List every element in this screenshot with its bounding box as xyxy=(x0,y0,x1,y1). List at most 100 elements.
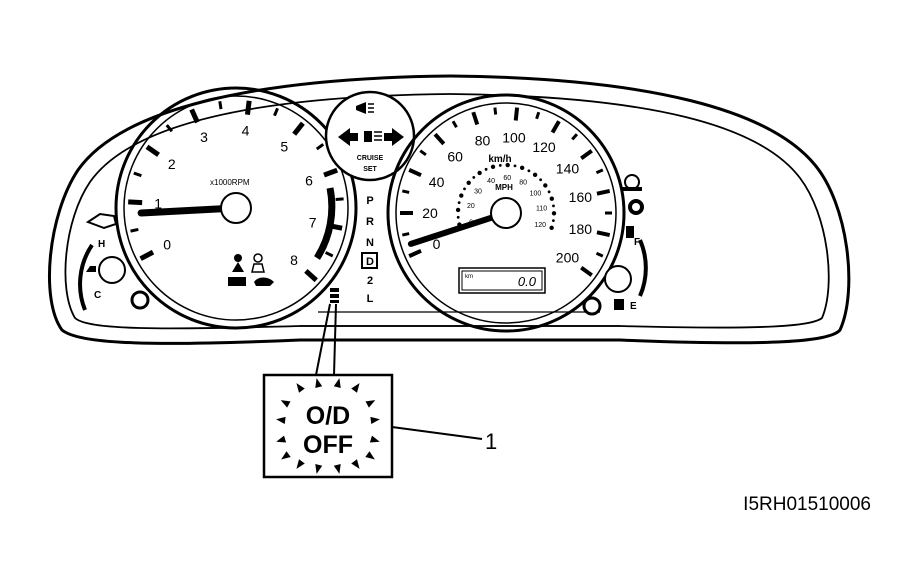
tach-tick xyxy=(218,100,223,110)
gear-d-box xyxy=(361,252,378,269)
coolant-temp-icon xyxy=(86,266,96,272)
cruise-indicator: CRUISE SET xyxy=(324,90,416,182)
trip-reset-knob xyxy=(130,290,150,310)
check-engine-icon xyxy=(85,212,118,230)
tachometer-redline xyxy=(314,187,336,260)
tach-label: 1 xyxy=(154,196,162,212)
tach-tick xyxy=(128,199,143,206)
speedometer-hub xyxy=(490,197,522,229)
odometer-display xyxy=(458,267,546,294)
speedometer-needle xyxy=(407,210,509,247)
speed-tick xyxy=(408,168,422,178)
speed-label: 160 xyxy=(569,189,593,205)
mph-dot xyxy=(543,183,548,188)
od-off-callout: O/D OFF xyxy=(262,373,394,479)
odometer-small-label: km xyxy=(465,274,473,280)
speed-label: 0 xyxy=(433,236,441,252)
mph-dot xyxy=(549,196,555,201)
fuel-empty-label: E xyxy=(630,301,637,312)
mph-dot xyxy=(463,187,466,191)
battery-warning-icon xyxy=(228,277,246,286)
cruise-set-label: SET xyxy=(363,166,377,173)
mph-label: 100 xyxy=(530,190,542,197)
gear-label: R xyxy=(366,216,374,228)
speed-tick xyxy=(402,232,410,237)
mph-dot xyxy=(466,180,471,185)
brake-warning-icon xyxy=(622,174,642,191)
turn-left-arrow-icon xyxy=(338,128,358,146)
mph-dot xyxy=(552,204,555,208)
speed-tick xyxy=(402,189,410,194)
speed-label: 140 xyxy=(556,160,580,176)
mph-label: 20 xyxy=(467,203,475,210)
speed-tick xyxy=(493,107,498,115)
mph-dot xyxy=(477,170,482,176)
ray-mark xyxy=(281,451,291,460)
speed-tick xyxy=(535,111,541,120)
speed-label: 100 xyxy=(502,129,526,145)
speed-tick xyxy=(596,189,611,196)
tachometer-hub xyxy=(220,192,252,224)
tach-tick xyxy=(273,107,279,117)
mph-dot xyxy=(549,225,554,231)
dimmer-knob xyxy=(582,296,602,316)
speed-unit-mph: MPH xyxy=(495,183,513,192)
ray-mark xyxy=(365,451,375,460)
tach-label: 3 xyxy=(200,129,208,145)
illumination-rays-icon xyxy=(276,378,380,474)
ray-mark xyxy=(351,383,360,393)
fuel-full-label: F xyxy=(634,237,640,248)
mph-dot xyxy=(498,163,502,167)
temp-cold-label: C xyxy=(94,290,101,301)
ray-mark xyxy=(370,416,380,424)
ray-mark xyxy=(333,464,341,474)
tach-label: 6 xyxy=(305,173,313,189)
speed-label: 120 xyxy=(532,139,556,155)
callout-number: 1 xyxy=(485,429,497,454)
mph-dot xyxy=(484,167,488,171)
gear-label: P xyxy=(366,195,373,207)
speed-tick xyxy=(595,168,604,175)
od-off-indicator-lamp xyxy=(330,288,339,303)
ray-mark xyxy=(369,435,380,443)
ray-mark xyxy=(333,378,341,388)
speed-tick xyxy=(571,133,579,141)
leader-lines xyxy=(315,303,337,376)
tach-tick xyxy=(130,227,139,233)
figure-id: I5RH01510006 xyxy=(743,494,871,515)
cluster-housing xyxy=(48,74,851,345)
mph-dot xyxy=(551,219,555,223)
mph-dot xyxy=(527,169,531,173)
mph-label: 30 xyxy=(474,188,482,195)
cruise-label: CRUISE xyxy=(357,155,384,162)
airbag-warning-icon xyxy=(251,253,265,273)
tach-tick xyxy=(323,167,339,178)
fuel-gauge: F E xyxy=(582,174,648,316)
tach-tick xyxy=(315,143,325,151)
speed-tick xyxy=(433,132,446,146)
speed-tick xyxy=(408,248,422,258)
ray-mark xyxy=(315,464,323,474)
speed-tick xyxy=(451,120,458,129)
speed-tick xyxy=(596,230,611,237)
mph-dot xyxy=(459,193,464,198)
tach-tick xyxy=(139,249,155,261)
abs-warning-icon xyxy=(628,199,644,215)
turn-right-arrow-icon xyxy=(384,128,404,146)
mph-dot xyxy=(551,211,557,216)
callout-pointer-line xyxy=(391,426,483,440)
mph-dot xyxy=(513,164,517,168)
speedometer-inner-scale xyxy=(455,162,557,231)
cruise-lamp-icon xyxy=(364,131,382,142)
ray-mark xyxy=(280,400,291,408)
speed-tick xyxy=(580,149,593,160)
gear-label: 2 xyxy=(367,275,373,287)
mph-label: 40 xyxy=(487,178,495,185)
speed-tick xyxy=(419,149,427,157)
speedometer-ticks xyxy=(400,107,612,277)
speed-tick xyxy=(471,111,480,126)
tach-tick xyxy=(145,144,160,157)
